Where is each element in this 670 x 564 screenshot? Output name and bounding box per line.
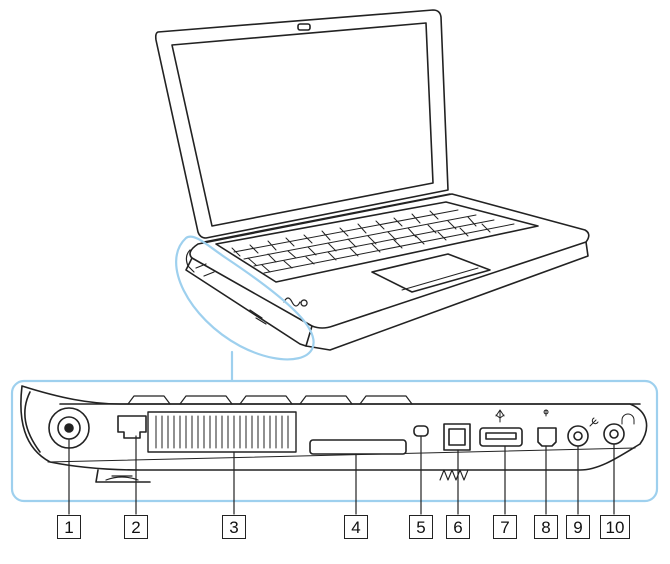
- keyboard: [215, 201, 539, 283]
- headphones-icon: [621, 413, 635, 425]
- laptop-screen: [171, 22, 434, 227]
- headphones-jack: [603, 413, 635, 445]
- security-slot: [413, 425, 429, 437]
- callout-4: 4: [344, 515, 368, 539]
- touchpad: [371, 253, 491, 293]
- callout-9: 9: [566, 515, 590, 539]
- usb-trident-icon: [495, 409, 505, 423]
- callout-6: 6: [446, 515, 470, 539]
- callout-7: 7: [493, 515, 517, 539]
- detail-highlight-circle: [175, 235, 315, 361]
- i-link-port: [537, 409, 557, 447]
- laptop-base: [189, 193, 590, 329]
- microphone-jack: [567, 417, 599, 447]
- keyboard-keys: [231, 209, 515, 274]
- callout-1: 1: [57, 515, 81, 539]
- callout-3: 3: [222, 515, 246, 539]
- microphone-icon: [589, 417, 599, 427]
- laptop-side-ports: [185, 249, 267, 325]
- usb-port: [479, 409, 523, 447]
- callout-8: 8: [534, 515, 558, 539]
- webcam: [297, 23, 311, 31]
- brand-logo: [283, 297, 308, 307]
- dc-in-port: [48, 407, 90, 449]
- i-link-icon: [543, 409, 549, 417]
- callout-2: 2: [124, 515, 148, 539]
- expresscard-slot: [309, 439, 407, 455]
- air-vent: [147, 411, 297, 453]
- callout-10: 10: [600, 515, 630, 539]
- laptop-illustration: [154, 9, 590, 351]
- network-lan-port: [439, 423, 471, 481]
- callout-5: 5: [409, 515, 433, 539]
- detail-frame: [10, 379, 659, 503]
- modem-port: [105, 415, 147, 481]
- leader-lines: [68, 435, 615, 515]
